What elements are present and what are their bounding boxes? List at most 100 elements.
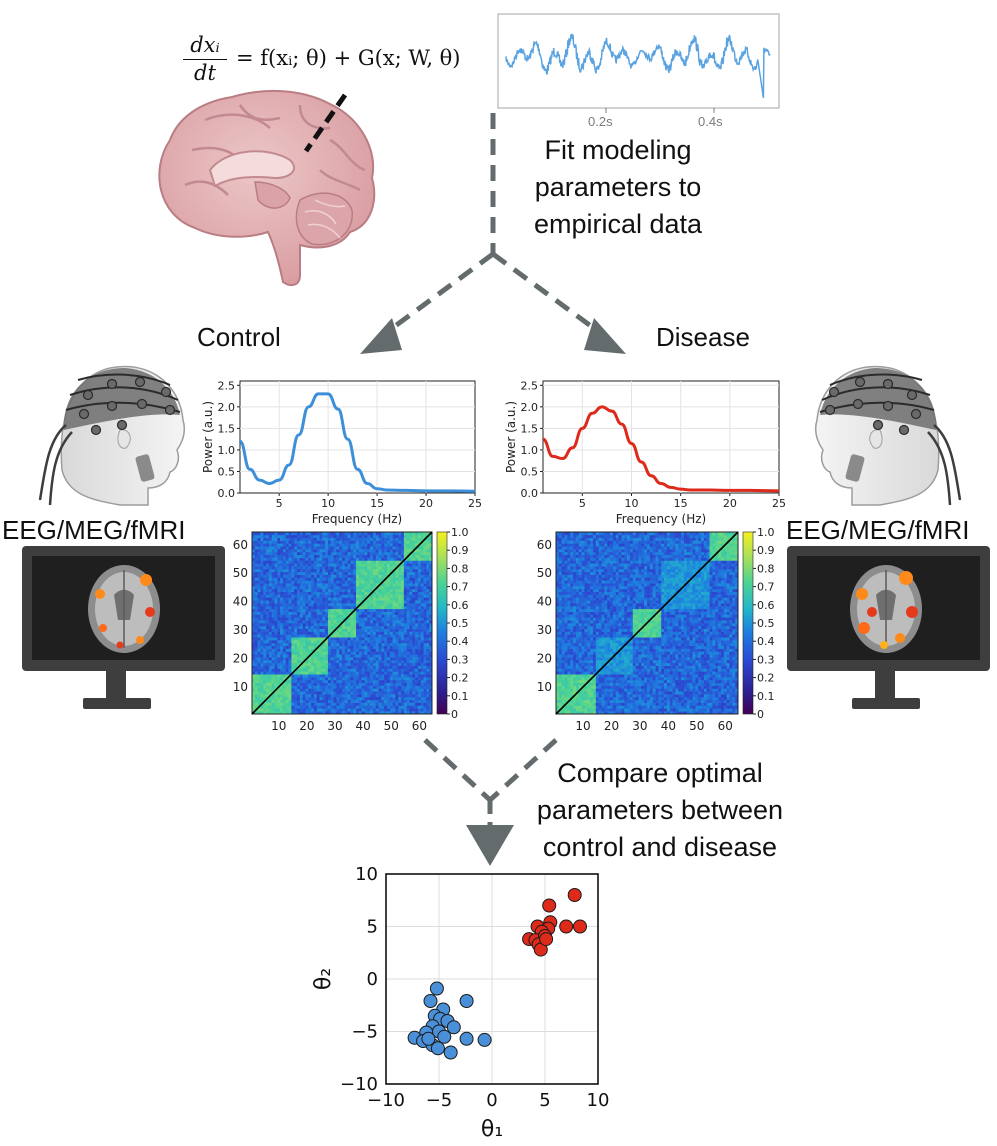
fc-cell [415,645,419,649]
fc-cell [356,648,360,652]
fc-cell [274,625,278,629]
fc-cell [282,682,287,686]
fc-cell [311,668,315,672]
fc-cell [401,566,405,570]
fc-cell [257,688,261,692]
fc-cell [587,711,591,715]
fc-cell [311,532,315,536]
fc-cell [353,586,357,590]
fc-cell [632,685,636,689]
fc-cell [257,577,261,581]
fc-cell [398,662,402,666]
fc-cell [395,702,399,706]
fc-cell [322,588,326,593]
fc-cell [330,696,334,701]
fc-cell [291,568,295,573]
fc-cell [316,677,320,681]
fc-cell [288,551,292,556]
fc-cell [412,554,416,558]
fc-cell [282,691,287,695]
fc-cell [297,640,301,644]
fc-cell [280,568,284,573]
fc-cell [598,702,602,706]
fc-cell [274,608,278,612]
fc-cell [615,691,619,695]
fc-cell [322,537,326,541]
fc-cell [280,671,284,675]
fc-cell [409,665,413,669]
fc-cell [417,560,422,564]
fc-cell [299,677,303,681]
fc-cell [291,549,295,553]
fc-cell [319,591,323,595]
fc-cell [695,685,699,689]
fc-cell [409,659,413,664]
fc-cell [712,699,716,703]
fc-cell [339,543,343,547]
fc-cell [392,603,396,607]
fc-cell [384,600,388,604]
fc-cell [282,600,287,604]
fc-cell [322,648,326,652]
fc-cell [678,682,682,686]
fc-cell [353,640,357,644]
fc-cell [333,671,337,675]
fc-cell [370,634,374,638]
fc-cell [387,543,391,547]
fc-cell [420,600,424,604]
fc-cell [268,711,272,715]
fc-cell [316,557,320,561]
fc-cell [299,699,303,703]
fc-cell [361,640,365,644]
fc-cell [347,668,351,672]
fc-cell [567,702,571,706]
fc-cell [288,568,292,573]
fc-cell [401,679,405,684]
fc-cell [308,557,312,561]
fc-cell [669,699,673,703]
fc-cell [387,637,391,641]
fc-cell [364,588,368,593]
fc-cell [695,682,699,686]
fc-cell [675,685,679,689]
fc-cell [271,705,275,709]
fc-cell [268,563,272,567]
fc-cell [409,574,413,578]
fc-cell [735,682,739,686]
fc-cell [313,549,317,553]
fc-cell [353,563,357,567]
fc-cell [635,682,639,686]
fc-cell [715,702,719,706]
fc-cell [319,682,323,686]
fc-cell [336,588,340,593]
fc-cell [327,668,332,672]
fc-cell [260,637,264,641]
fc-cell [336,580,340,584]
fc-cell [604,696,608,701]
fc-cell [291,677,295,681]
fc-cell [282,568,287,573]
fc-cell [409,537,413,541]
fc-cell [417,566,422,570]
fc-cell [564,685,568,689]
fc-cell [297,657,301,661]
fc-cell [327,637,332,641]
fc-cell [305,625,309,629]
fc-cell [344,705,348,709]
fc-cell [313,583,317,587]
fc-cell [364,699,368,703]
fc-cell [322,677,326,681]
fc-cell [325,557,329,561]
fc-cell [709,685,713,689]
fc-cell [686,708,690,712]
fc-cell [339,608,343,612]
fc-cell [601,696,605,701]
fc-cell [342,611,346,615]
fc-cell [252,625,256,629]
fc-cell [664,696,668,701]
fc-cell [294,628,298,632]
fc-cell [375,600,379,604]
fc-cell [644,685,648,689]
fc-cell [384,682,388,686]
fc-cell [305,651,309,655]
